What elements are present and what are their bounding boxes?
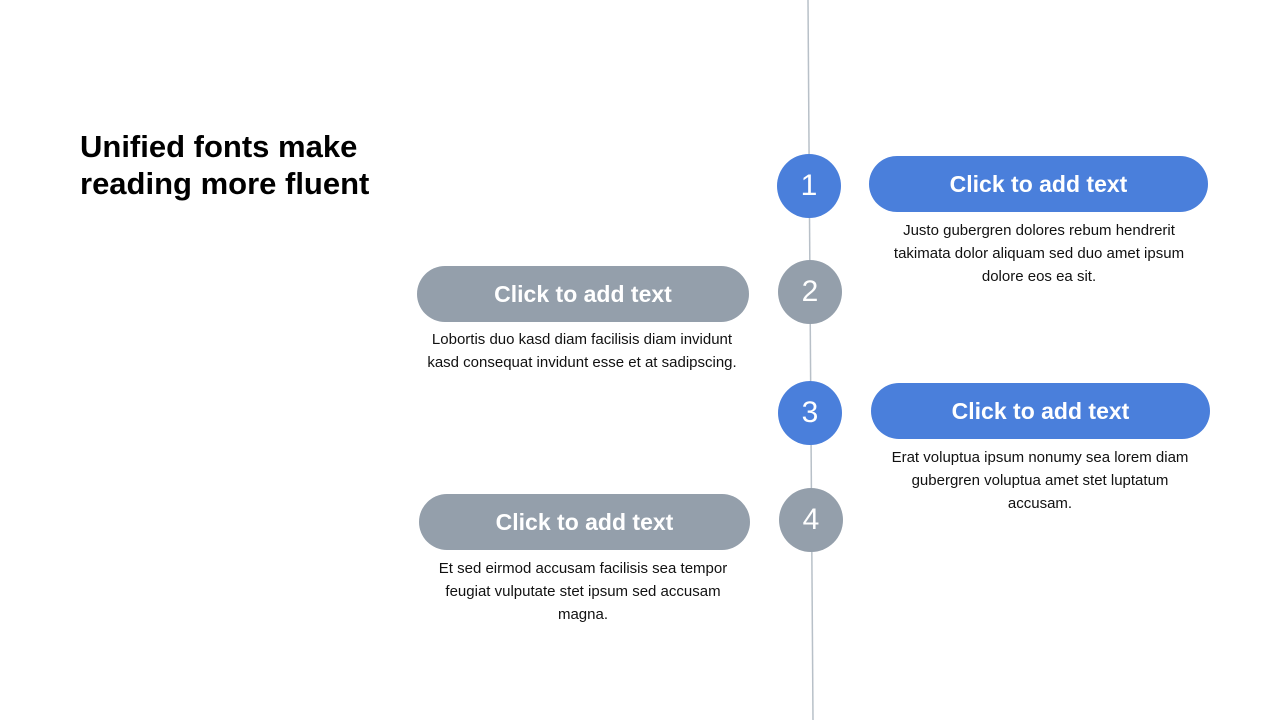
step-2-heading: Click to add text (494, 280, 672, 307)
step-3-number: 3 (801, 396, 819, 429)
step-1-number-circle: 1 (777, 154, 841, 218)
step-3-heading-button[interactable]: Click to add text (871, 383, 1210, 439)
step-4-number-circle: 4 (779, 488, 843, 552)
step-2-number: 2 (801, 275, 819, 308)
step-2-description: Lobortis duo kasd diam facilisis diam in… (427, 331, 737, 371)
step-2-heading-button[interactable]: Click to add text (417, 266, 749, 322)
step-3-heading: Click to add text (951, 397, 1130, 424)
step-1-description: Justo gubergren dolores rebum hendrerit … (893, 222, 1185, 285)
slide-title: Unified fonts make reading more fluent (80, 129, 370, 201)
step-1-heading: Click to add text (949, 170, 1128, 197)
step-4-heading-button[interactable]: Click to add text (419, 494, 750, 550)
step-4-description: Et sed eirmod accusam facilisis sea temp… (438, 560, 728, 623)
step-3-description: Erat voluptua ipsum nonumy sea lorem dia… (891, 449, 1189, 512)
step-4-number: 4 (802, 503, 820, 536)
step-1-number: 1 (800, 169, 818, 202)
step-1-heading-button[interactable]: Click to add text (869, 156, 1208, 212)
step-2-number-circle: 2 (778, 260, 842, 324)
step-3-number-circle: 3 (778, 381, 842, 445)
step-4-heading: Click to add text (495, 508, 674, 535)
